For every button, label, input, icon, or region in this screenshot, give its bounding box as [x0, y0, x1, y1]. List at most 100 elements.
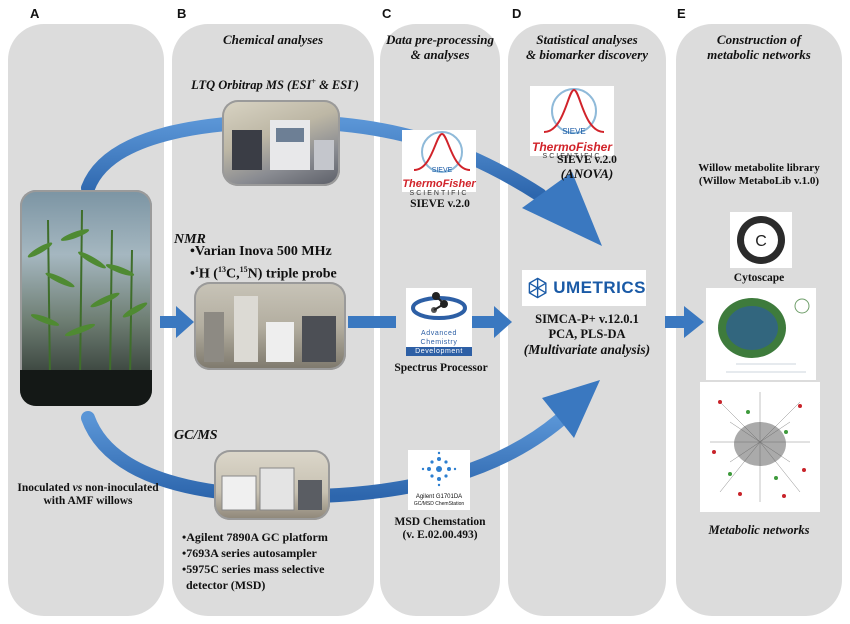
column-d-title-line2: & biomarker discovery — [525, 47, 649, 62]
umetrics-logo: UMETRICS — [522, 270, 646, 306]
thermo-line2-c: SCIENTIFIC — [409, 190, 469, 197]
network-image-1 — [706, 288, 816, 380]
column-c-title-line2: & analyses — [410, 47, 470, 62]
column-b-title: Chemical analyses — [222, 32, 324, 47]
sieve-word-d: SIEVE — [562, 127, 586, 136]
column-c-letter: C — [382, 6, 392, 21]
acd-line1: Advanced — [421, 330, 457, 337]
cytoscape-caption: Cytoscape — [733, 272, 785, 284]
column-e-letter: E — [677, 6, 686, 21]
network-cluster-drawing — [718, 298, 810, 373]
sieve-peak-icon-d: SIEVE — [543, 88, 605, 136]
msd-caption: MSD Chemstation (v. E.02.00.493) — [380, 516, 500, 542]
acd-logo: Advanced Chemistry Development — [406, 288, 472, 356]
library-line2: (Willow MetaboLib v.1.0) — [698, 175, 820, 187]
caption-line1-a: Inoculated — [17, 482, 73, 494]
nmr-b2-b: H ( — [198, 266, 218, 282]
umetrics-word: UMETRICS — [553, 278, 646, 297]
thermo-line1-c: ThermoFisher — [402, 178, 476, 190]
networks-caption: Metabolic networks — [708, 523, 810, 537]
msd-caption-line2: (v. E.02.00.493) — [402, 529, 478, 541]
nmr-bullet2: •1H (13C,15N) triple probe — [190, 263, 337, 282]
top-arc-arrowhead — [522, 172, 602, 246]
nmr-b2-a: • — [190, 266, 195, 282]
gc-bullet-3: •5975C series mass selective — [182, 562, 325, 576]
simca-line2: PCA, PLS-DA — [548, 327, 626, 341]
lc-label-mid: & ESI — [315, 78, 353, 93]
column-e-title-line2: metabolic networks — [707, 47, 811, 62]
column-a-letter: A — [30, 6, 40, 21]
gc-bullet-4: detector (MSD) — [186, 578, 266, 592]
nmr-b2-sup3: 15 — [239, 265, 248, 274]
metabolic-network-drawing — [710, 392, 810, 502]
network-image-2 — [700, 382, 820, 512]
sieve-word-c: SIEVE — [432, 167, 453, 174]
column-d-title-line1: Statistical analyses — [536, 32, 638, 47]
agilent-logo: Agilent G1701DA GC/MSD ChemStation — [408, 450, 470, 510]
column-e-title: Construction of metabolic networks — [676, 32, 842, 62]
msd-caption-line1: MSD Chemstation — [394, 516, 486, 528]
caption-line1: Inoculated vs non-inoculated — [8, 482, 168, 495]
lc-ms-label: LTQ Orbitrap MS (ESI+ & ESI-) — [172, 74, 378, 93]
lc-sup1: + — [311, 77, 316, 86]
anova-label: (ANOVA) — [560, 166, 614, 181]
sieve-logo-c: SIEVE ThermoFisher SCIENTIFIC — [402, 130, 476, 197]
willow-plant-drawing — [20, 209, 152, 406]
straight-arrow-shaft-1 — [160, 316, 178, 328]
sieve-caption-d: SIEVE v.2.0 — [557, 154, 617, 166]
lc-label-main: LTQ Orbitrap MS (ESI — [191, 78, 312, 93]
acd-line3: Development — [406, 347, 472, 356]
straight-arrowhead-1 — [176, 306, 194, 338]
cytoscape-glyph: C — [755, 233, 767, 250]
agilent-spark-icon — [421, 451, 457, 487]
nmr-photo — [194, 282, 346, 370]
lc-label-end: ) — [354, 78, 359, 93]
orbitrap-instrument-drawing — [232, 120, 334, 170]
gc-bullet-1: •Agilent 7890A GC platform — [182, 530, 328, 544]
gcms-photo — [214, 450, 330, 520]
straight-arrow-shaft-3 — [470, 316, 496, 328]
cytoscape-icon: C — [737, 216, 785, 264]
thermo-line1-d: ThermoFisher — [531, 140, 612, 154]
cytoscape-logo: C — [730, 212, 792, 268]
straight-arrowhead-3 — [494, 306, 512, 338]
caption-line2: with AMF willows — [43, 495, 133, 507]
thermo-line2-d: SCIENTIFIC — [542, 153, 602, 160]
acd-line2: Chemistry — [420, 339, 458, 346]
willow-plant-photo — [20, 190, 152, 406]
column-c-title-line1: Data pre-processing — [386, 32, 494, 47]
column-a-caption: Inoculated vs non-inoculated with AMF wi… — [8, 482, 168, 508]
agilent-line2: GC/MSD ChemStation — [413, 501, 465, 507]
straight-arrow-shaft-2 — [348, 316, 396, 328]
column-e-title-line1: Construction of — [716, 32, 802, 47]
straight-arrowhead-4 — [684, 306, 704, 338]
library-caption: Willow metabolite library (Willow Metabo… — [676, 162, 842, 188]
acd-molecule-icon — [411, 292, 467, 320]
simca-caption: SIMCA-P+ v.12.0.1 PCA, PLS-DA (Multivari… — [508, 312, 666, 357]
nmr-b2-d: N) triple probe — [247, 266, 337, 282]
nmr-label: NMR — [174, 232, 206, 247]
straight-arrow-shaft-4 — [665, 316, 687, 328]
gc-bullet-2: •7693A series autosampler — [182, 546, 317, 560]
column-b-letter: B — [177, 6, 187, 21]
nmr-b2-sup1: 1 — [194, 265, 199, 274]
column-d-letter: D — [512, 6, 522, 21]
sieve-logo-d: SIEVE ThermoFisher SCIENTIFIC — [530, 86, 614, 160]
spectrus-caption: Spectrus Processor — [394, 362, 488, 374]
lc-sup2: - — [352, 77, 355, 86]
caption-vs: vs — [72, 482, 83, 494]
gcms-instrument-drawing — [221, 467, 322, 511]
nmr-bullet1: •Varian Inova 500 MHz — [190, 244, 332, 259]
gcms-label: GC/MS — [174, 428, 218, 443]
simca-line3: (Multivariate analysis) — [523, 342, 651, 357]
sieve-caption-c: SIEVE v.2.0 — [410, 198, 470, 210]
nmr-b2-sup2: 13 — [217, 265, 226, 274]
orbitrap-photo — [222, 100, 340, 186]
umetrics-cube-icon — [528, 277, 547, 299]
sieve-peak-icon: SIEVE — [413, 131, 471, 174]
bottom-arc-arrowhead — [542, 380, 600, 438]
nmr-b2-c: C, — [225, 266, 240, 282]
caption-line1-b: non-inoculated — [82, 482, 159, 494]
agilent-line1: Agilent G1701DA — [415, 494, 463, 500]
simca-line1: SIMCA-P+ v.12.0.1 — [535, 312, 639, 326]
